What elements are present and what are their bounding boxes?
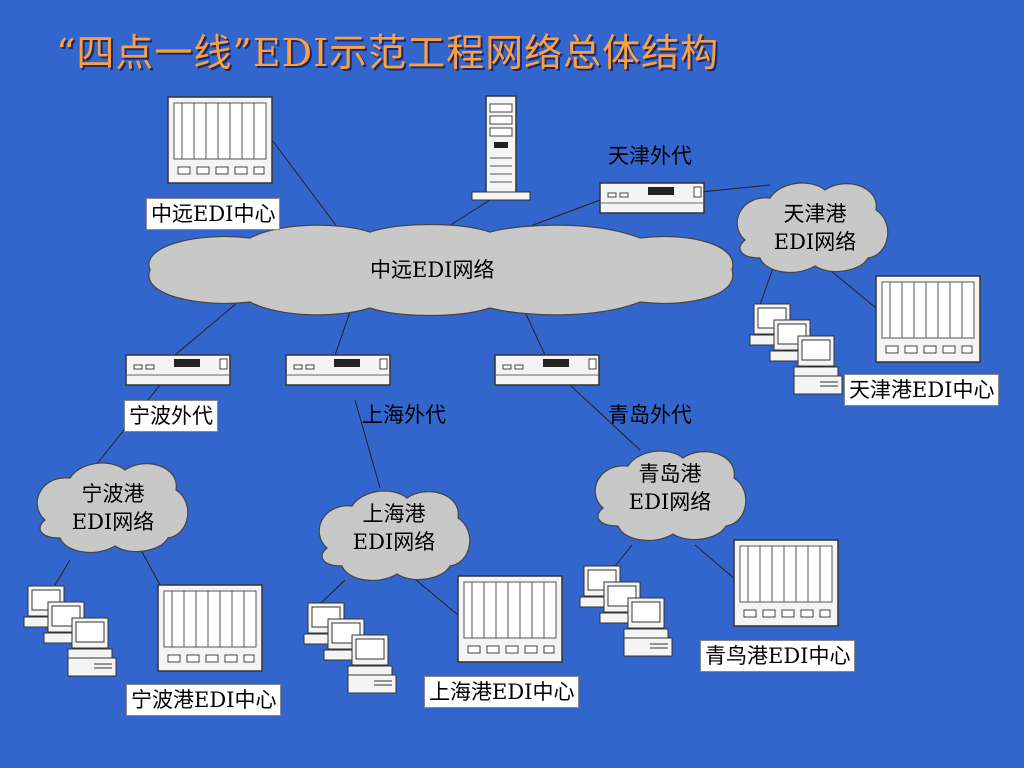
cosco-network-label: 中远EDI网络 bbox=[370, 258, 495, 282]
slide-title: “四点一线”EDI示范工程网络总体结构 bbox=[56, 31, 720, 75]
shanghai-edi-center-label: 上海港EDI中心 bbox=[424, 676, 580, 708]
shanghai-workstations bbox=[304, 603, 396, 693]
shanghai-agent-label: 上海外代 bbox=[362, 403, 446, 427]
qingdao-server-rack bbox=[733, 539, 839, 627]
qingdao-edi-center-label: 青鸟港EDI中心 bbox=[700, 640, 856, 672]
qingdao-agent-label: 青岛外代 bbox=[608, 403, 692, 427]
shanghai-network-label-line2: EDI网络 bbox=[352, 530, 436, 554]
ningbo-server-rack bbox=[157, 584, 263, 672]
qingdao-workstations bbox=[580, 566, 672, 656]
shanghai-agent-modem bbox=[285, 354, 391, 386]
cosco-server-rack bbox=[167, 96, 273, 184]
ningbo-agent-label: 宁波外代 bbox=[124, 400, 218, 432]
tianjin-network-label-line1: 天津港 bbox=[783, 202, 847, 226]
tianjin-edi-center-label: 天津港EDI中心 bbox=[844, 374, 1000, 406]
cosco-tower-server bbox=[471, 95, 531, 201]
tianjin-server-rack bbox=[875, 275, 981, 363]
shanghai-server-rack bbox=[457, 575, 563, 663]
qingdao-agent-modem bbox=[494, 354, 600, 386]
ningbo-edi-center-label: 宁波港EDI中心 bbox=[126, 684, 282, 716]
ningbo-edi-network-cloud bbox=[36, 462, 189, 553]
ningbo-network-label-line2: EDI网络 bbox=[71, 510, 155, 534]
tianjin-agent-modem bbox=[599, 182, 705, 214]
shanghai-network-label-line1: 上海港 bbox=[362, 502, 426, 526]
qingdao-network-label-line1: 青岛港 bbox=[638, 462, 702, 486]
cosco-edi-network-cloud bbox=[148, 223, 734, 317]
tianjin-network-label: 天津港 EDI网络 bbox=[770, 200, 860, 256]
shanghai-network-label: 上海港 EDI网络 bbox=[348, 500, 440, 556]
connection-lines bbox=[54, 139, 877, 616]
ningbo-network-label-line1: 宁波港 bbox=[81, 482, 145, 506]
cosco-edi-center-label: 中远EDI中心 bbox=[146, 198, 281, 230]
ningbo-network-label: 宁波港 EDI网络 bbox=[67, 480, 159, 536]
qingdao-network-label: 青岛港 EDI网络 bbox=[624, 460, 716, 516]
tianjin-agent-label: 天津外代 bbox=[608, 144, 692, 168]
tianjin-workstations bbox=[750, 304, 842, 394]
ningbo-agent-modem bbox=[125, 354, 231, 386]
tianjin-edi-network-cloud bbox=[736, 182, 889, 273]
tianjin-network-label-line2: EDI网络 bbox=[773, 230, 857, 254]
qingdao-network-label-line2: EDI网络 bbox=[628, 490, 712, 514]
qingdao-edi-network-cloud bbox=[594, 450, 747, 541]
ningbo-workstations bbox=[24, 586, 116, 676]
shanghai-edi-network-cloud bbox=[318, 490, 471, 581]
